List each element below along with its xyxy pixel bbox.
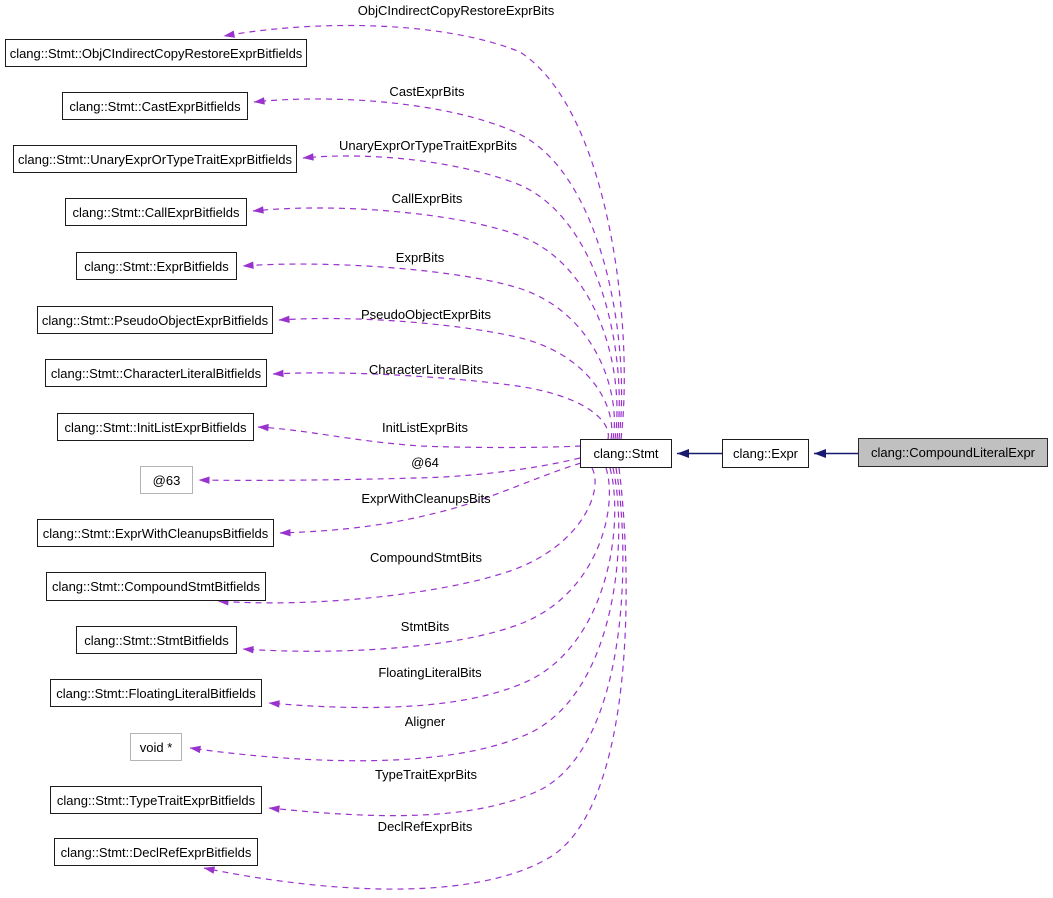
edge-pseudo-object-expr-bits: [278, 315, 613, 440]
node-label: void *: [139, 739, 173, 755]
edge-label-cast-expr-bits: CastExprBits: [389, 84, 465, 99]
edge-compound-stmt-bits: [217, 467, 596, 606]
node-stmt-bitfields[interactable]: clang::Stmt::StmtBitfields: [76, 626, 237, 654]
edge-cast-expr-bits: [253, 97, 623, 440]
node-label: clang::Stmt::CastExprBitfields: [69, 98, 241, 114]
edge-label-expr-bits: ExprBits: [395, 250, 445, 265]
node-label: clang::CompoundLiteralExpr: [870, 445, 1036, 460]
node-type-trait-expr-bitfields[interactable]: clang::Stmt::TypeTraitExprBitfields: [50, 786, 262, 814]
node-clang-expr[interactable]: clang::Expr: [722, 439, 809, 468]
node-call-expr-bitfields[interactable]: clang::Stmt::CallExprBitfields: [65, 198, 247, 226]
node-pseudo-object-expr-bitfields[interactable]: clang::Stmt::PseudoObjectExprBitfields: [37, 306, 273, 334]
node-label: clang::Stmt::ExprBitfields: [84, 258, 229, 274]
node-label: clang::Stmt::CharacterLiteralBitfields: [50, 365, 262, 381]
node-decl-ref-expr-bitfields[interactable]: clang::Stmt::DeclRefExprBitfields: [54, 838, 258, 866]
edge-label-character-literal-bits: CharacterLiteralBits: [368, 362, 484, 377]
edge-unary-expr-or-type-trait-expr-bits: [302, 153, 620, 440]
edge-label-type-trait-expr-bits: TypeTraitExprBits: [374, 767, 478, 782]
edge-expr-bits: [242, 261, 615, 440]
edge-aligner: [189, 467, 620, 762]
node-label: clang::Stmt::PseudoObjectExprBitfields: [41, 312, 269, 328]
node-label: @63: [152, 472, 181, 488]
edge-label-stmt-bits: StmtBits: [400, 619, 450, 634]
node-label: clang::Stmt::InitListExprBitfields: [64, 419, 247, 435]
edge-anon64: [198, 457, 581, 484]
node-label: clang::Stmt::ObjCIndirectCopyRestoreExpr…: [9, 45, 303, 61]
node-expr-bitfields[interactable]: clang::Stmt::ExprBitfields: [76, 252, 237, 280]
edge-label-anon64: @64: [411, 455, 439, 470]
node-character-literal-bitfields[interactable]: clang::Stmt::CharacterLiteralBitfields: [45, 359, 267, 387]
edge-label-objc-indirect-copy-restore-expr-bits: ObjCIndirectCopyRestoreExprBits: [357, 3, 555, 18]
node-floating-literal-bitfields[interactable]: clang::Stmt::FloatingLiteralBitfields: [50, 679, 262, 707]
edge-label-aligner: Aligner: [404, 714, 446, 729]
edge-stmt-bits: [242, 467, 610, 654]
node-label: clang::Stmt::CallExprBitfields: [72, 204, 240, 220]
node-label: clang::Stmt::ExprWithCleanupsBitfields: [42, 525, 269, 541]
node-label: clang::Stmt::UnaryExprOrTypeTraitExprBit…: [17, 151, 293, 167]
node-label: clang::Stmt::CompoundStmtBitfields: [51, 579, 261, 594]
node-init-list-expr-bitfields[interactable]: clang::Stmt::InitListExprBitfields: [57, 413, 254, 441]
node-compound-stmt-bitfields[interactable]: clang::Stmt::CompoundStmtBitfields: [46, 572, 266, 601]
edge-init-list-expr-bits: [257, 423, 582, 449]
edge-label-init-list-expr-bits: InitListExprBits: [382, 420, 468, 435]
edge-call-expr-bits: [252, 206, 618, 440]
node-label: clang::Stmt::TypeTraitExprBitfields: [56, 792, 256, 808]
node-clang-stmt[interactable]: clang::Stmt: [580, 439, 672, 468]
node-expr-with-cleanups-bitfields[interactable]: clang::Stmt::ExprWithCleanupsBitfields: [37, 519, 274, 547]
node-void-pointer: void *: [130, 733, 182, 761]
edge-character-literal-bits: [272, 369, 609, 440]
edge-floating-literal-bits: [268, 467, 616, 709]
node-anon-63: @63: [140, 466, 193, 494]
edge-type-trait-expr-bits: [268, 467, 624, 817]
edge-label-decl-ref-expr-bits: DeclRefExprBits: [377, 819, 473, 834]
node-label: clang::Stmt::DeclRefExprBitfields: [60, 844, 252, 860]
edge-label-expr-with-cleanups-bits: ExprWithCleanupsBits: [361, 491, 491, 506]
edge-label-unary-expr-or-type-trait-expr-bits: UnaryExprOrTypeTraitExprBits: [339, 138, 517, 153]
edge-label-compound-stmt-bits: CompoundStmtBits: [370, 550, 482, 565]
node-cast-expr-bitfields[interactable]: clang::Stmt::CastExprBitfields: [62, 92, 248, 120]
edge-label-call-expr-bits: CallExprBits: [391, 191, 463, 206]
edge-label-pseudo-object-expr-bits: PseudoObjectExprBits: [360, 307, 492, 322]
node-label: clang::Stmt::FloatingLiteralBitfields: [56, 685, 256, 701]
edge-label-floating-literal-bits: FloatingLiteralBits: [378, 665, 482, 680]
node-label: clang::Expr: [732, 446, 799, 461]
node-objc-indirect-copy-restore-expr-bitfields[interactable]: clang::Stmt::ObjCIndirectCopyRestoreExpr…: [5, 39, 307, 67]
node-clang-compound-literal-expr: clang::CompoundLiteralExpr: [858, 438, 1048, 467]
node-label: clang::Stmt::StmtBitfields: [84, 632, 229, 648]
node-unary-expr-or-type-trait-expr-bitfields[interactable]: clang::Stmt::UnaryExprOrTypeTraitExprBit…: [13, 145, 297, 173]
node-label: clang::Stmt: [593, 446, 659, 461]
edge-decl-ref-expr-bits: [203, 467, 627, 890]
